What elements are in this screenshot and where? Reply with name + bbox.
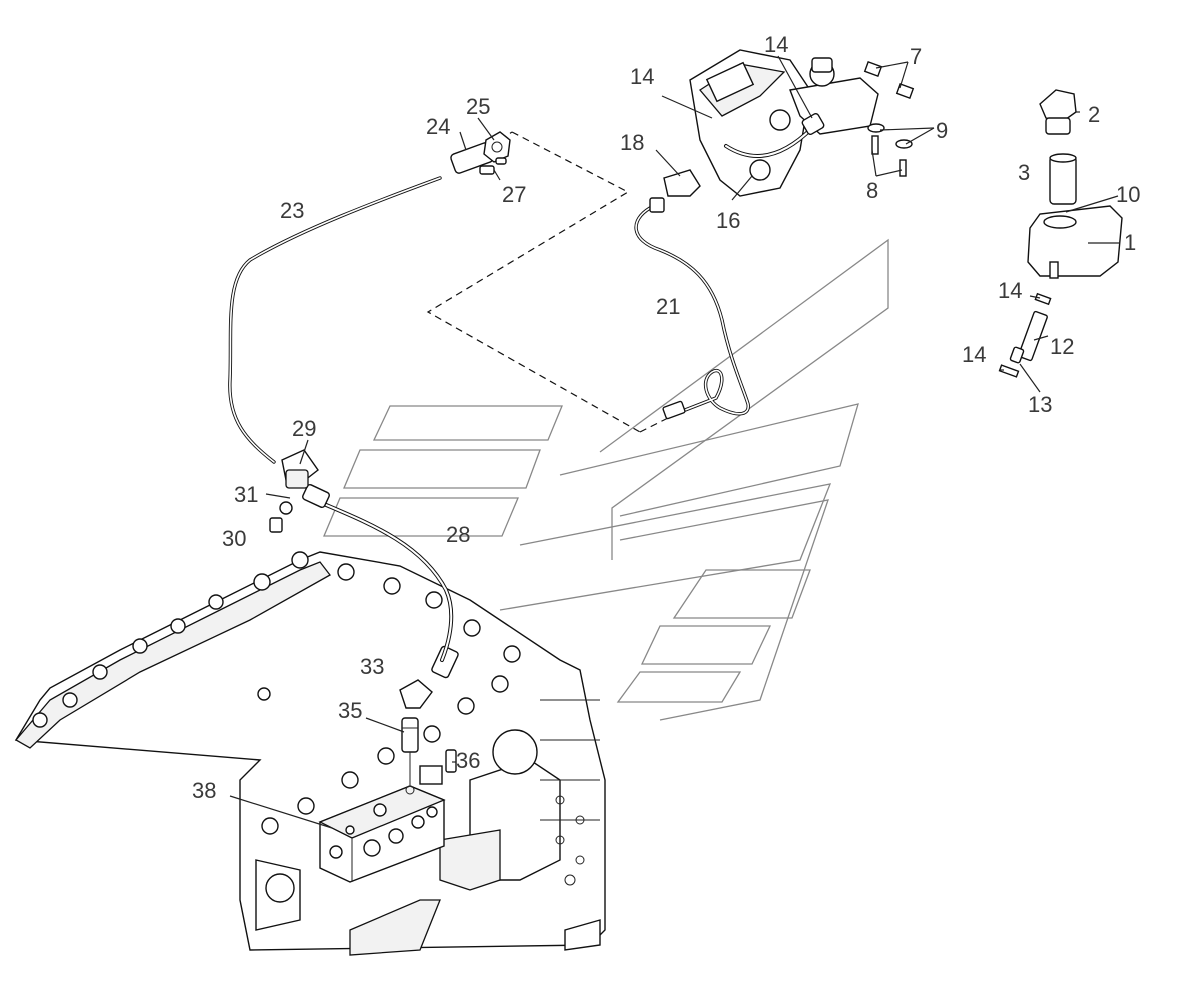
switch-24-25 <box>450 131 511 175</box>
tractor-chassis <box>14 551 606 956</box>
assembly-dashed-lines <box>426 131 681 433</box>
callout-21: 21 <box>656 294 680 319</box>
callout-14-cylinder-left: 14 <box>630 64 654 89</box>
callout-13: 13 <box>1028 392 1052 417</box>
callout-8: 8 <box>866 178 878 203</box>
pipe-21 <box>634 206 750 420</box>
callout-36: 36 <box>456 748 480 773</box>
callout-29: 29 <box>292 416 316 441</box>
callout-14-reservoir-lower: 14 <box>962 342 986 367</box>
callout-2: 2 <box>1088 102 1100 127</box>
valve-block-38 <box>318 765 446 883</box>
callout-35: 35 <box>338 698 362 723</box>
callout-3: 3 <box>1018 160 1030 185</box>
callout-14-reservoir-upper: 14 <box>998 278 1022 303</box>
callout-31: 31 <box>234 482 258 507</box>
callout-30: 30 <box>222 526 246 551</box>
callout-12: 12 <box>1050 334 1074 359</box>
callout-14-cylinder-top: 14 <box>764 32 788 57</box>
callout-9: 9 <box>936 118 948 143</box>
callout-38: 38 <box>192 778 216 803</box>
callout-7: 7 <box>910 44 922 69</box>
callout-24: 24 <box>426 114 450 139</box>
callout-18: 18 <box>620 130 644 155</box>
pipe-23 <box>228 176 442 464</box>
bracket-29 <box>269 449 319 533</box>
fittings-lower <box>399 645 459 795</box>
master-cylinder-assembly <box>649 49 879 213</box>
callout-1: 1 <box>1124 230 1136 255</box>
hardware-7-8-9 <box>863 61 915 177</box>
callout-33: 33 <box>360 654 384 679</box>
callout-10: 10 <box>1116 182 1140 207</box>
callout-16: 16 <box>716 208 740 233</box>
callout-28: 28 <box>446 522 470 547</box>
callout-23: 23 <box>280 198 304 223</box>
hose-28 <box>302 483 454 662</box>
callout-27: 27 <box>502 182 526 207</box>
reservoir-assembly <box>998 89 1123 378</box>
callout-labels: 1 2 3 7 8 9 10 12 13 14 14 14 14 16 18 2… <box>192 32 1140 803</box>
callout-25: 25 <box>466 94 490 119</box>
leader-lines <box>229 55 1120 829</box>
